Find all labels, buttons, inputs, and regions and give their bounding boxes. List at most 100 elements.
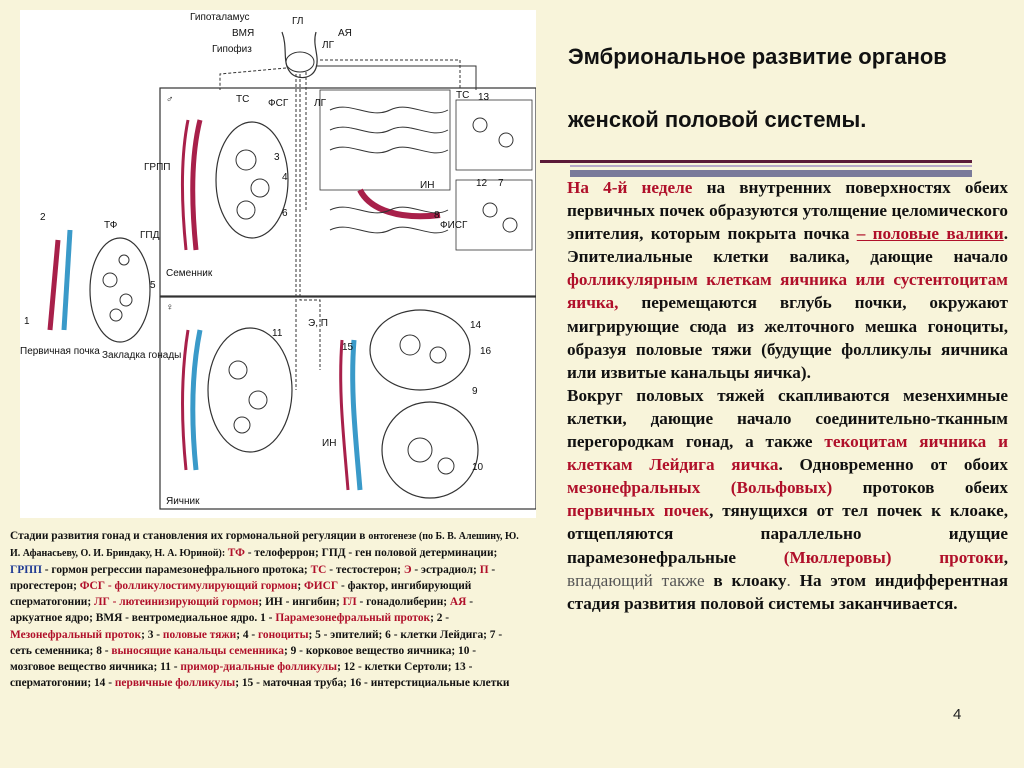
follicle-d [438, 458, 454, 474]
label-aya: АЯ [338, 28, 352, 39]
label-n16: 16 [480, 346, 492, 357]
text-run: ФСГ - фолликулостимулирующий гормон [80, 580, 298, 592]
follicle-a [400, 335, 420, 355]
pituitary-shape [286, 52, 314, 72]
fsh-path [220, 68, 286, 90]
kidney-circle-a [103, 273, 117, 287]
text-run: выносящие канальцы семенника [111, 645, 284, 657]
label-n9: 9 [472, 386, 478, 397]
ovary-1 [370, 310, 470, 390]
follicle-c [408, 438, 432, 462]
text-run: - гонадолиберин; [357, 596, 450, 608]
label-ts2: ТС [456, 90, 469, 101]
male-tubules-1 [320, 90, 450, 190]
text-run: перемещаются вглубь почки, окружают мигр… [567, 293, 1008, 381]
text-run: ГЛ [343, 596, 357, 608]
label-vmya: ВМЯ [232, 28, 254, 39]
page-number: 4 [953, 706, 961, 723]
female-duct-blue [193, 330, 200, 470]
text-run: протоков обеих [832, 478, 1008, 497]
body-text: На 4-й неделе на внутренних поверхностях… [567, 176, 1008, 615]
label-n4: 4 [282, 172, 288, 183]
label-hypophysis: Гипофиз [212, 43, 252, 55]
text-run: Э [404, 564, 412, 576]
male-duct-red-2 [183, 120, 189, 250]
text-run: Стадии развития гонад и становления их г… [10, 530, 368, 542]
text-run: - тестостерон; [326, 564, 403, 576]
label-hypothalamus: Гипоталамус [190, 12, 250, 23]
label-primary-kidney: Первичная почка [20, 346, 100, 357]
text-run: мезонефральных (Вольфовых) [567, 478, 832, 497]
duct-red-1 [50, 240, 58, 330]
male-tubules-wave-2 [330, 207, 448, 233]
figure-caption: Стадии развития гонад и становления их г… [10, 528, 522, 691]
male-tubules-wave [330, 107, 448, 153]
slide-title: Эмбриональное развитие органов женской п… [568, 42, 1008, 135]
label-n13: 13 [478, 92, 490, 103]
label-n1: 1 [24, 316, 30, 327]
text-run: – половые валики [857, 224, 1004, 243]
label-gpd: ГПД [140, 230, 160, 241]
text-run: ; 15 - маточная труба; 16 - интерстициал… [235, 677, 509, 689]
label-testis: Семенник [166, 268, 213, 279]
label-n12: 12 [476, 178, 488, 189]
label-n10: 10 [472, 462, 484, 473]
text-run: ТФ [228, 547, 245, 559]
female-duct-red [183, 330, 189, 470]
text-run: - телоферрон; ГПД - ген половой детермин… [245, 547, 497, 559]
label-n8: 8 [434, 210, 440, 221]
label-ovary: Яичник [166, 496, 200, 507]
text-run: впадающий также [567, 571, 705, 590]
female-circle-b [249, 391, 267, 409]
male-cells-box [456, 100, 532, 170]
spermatogonia-b [503, 218, 517, 232]
text-run: первичные фолликулы [115, 677, 235, 689]
text-run: половые тяжи [163, 629, 236, 641]
text-run: примор-диальные фолликулы [180, 661, 337, 673]
label-n7: 7 [498, 178, 504, 189]
label-ts1: ТС [236, 94, 249, 105]
duct-blue-1 [64, 230, 70, 330]
label-female-symbol: ♀ [166, 302, 174, 313]
female-gonad [208, 328, 292, 452]
text-run: - гормон регрессии парамезонефрального п… [42, 564, 311, 576]
text-run: ; ИН - ингибин; [258, 596, 342, 608]
text-run: первичных почек [567, 501, 709, 520]
male-circle-c [237, 201, 255, 219]
female-circle-c [234, 417, 250, 433]
text-run: ; 3 - [141, 629, 163, 641]
title-rule-light [570, 165, 972, 167]
body-paragraph-1: На 4-й неделе на внутренних поверхностях… [567, 176, 1008, 384]
label-lg-mid: ЛГ [314, 98, 327, 109]
ovary-2 [382, 402, 478, 498]
solid-path [316, 66, 476, 90]
text-run: Мезонефральный проток [10, 629, 141, 641]
spermatogonia-a [483, 203, 497, 217]
text-run: . Одновременно от обоих [778, 455, 1008, 474]
label-tf: ТФ [104, 220, 118, 231]
text-run: ; [297, 580, 304, 592]
female-duct-blue-2 [353, 340, 360, 490]
figure-svg: Гипоталамус ГЛ ВМЯ ЛГ АЯ Гипофиз ♂ ТС ФС… [20, 10, 536, 518]
label-gl: ГЛ [292, 16, 303, 27]
female-duct-red-2 [341, 340, 348, 490]
label-n14: 14 [470, 320, 482, 331]
title-line-1: Эмбриональное развитие органов [568, 42, 1008, 72]
label-n11: 11 [272, 328, 283, 339]
text-run: ЛГ - лютеинизирующий гормон [94, 596, 258, 608]
label-fsg: ФСГ [268, 98, 289, 109]
label-in-male: ИН [420, 180, 434, 191]
title-line-2: женской половой системы [568, 107, 860, 132]
kidney-circle-d [119, 255, 129, 265]
body-paragraph-2: Вокруг половых тяжей скапливаются мезенх… [567, 384, 1008, 615]
text-run: ФИСГ [304, 580, 338, 592]
ts-feedback-path [320, 60, 460, 90]
label-n6: 6 [282, 208, 288, 219]
male-circle-b [251, 179, 269, 197]
text-run: Парамезонефральный проток [275, 612, 430, 624]
text-run: ; 4 - [236, 629, 258, 641]
text-run: гоноциты [258, 629, 308, 641]
primary-kidney [90, 238, 150, 342]
label-ep: Э, П [308, 318, 328, 329]
text-run: в клоаку [705, 571, 787, 590]
